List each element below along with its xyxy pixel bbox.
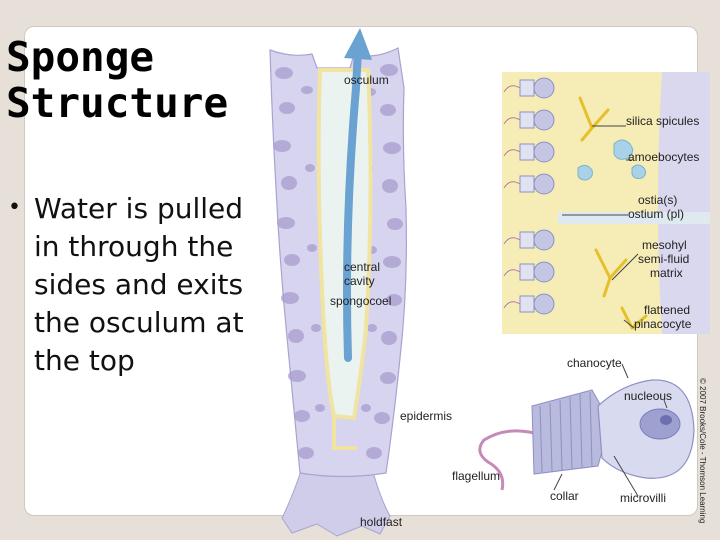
pinacocyte-label-2: pinacocyte — [634, 317, 692, 331]
central-cavity-label-3: spongocoel — [330, 294, 391, 308]
osculum-label: osculum — [344, 73, 389, 87]
central-cavity-label-1: central — [344, 260, 380, 274]
central-cavity-label-2: cavity — [344, 274, 375, 288]
amoebocytes-label: amoebocytes — [628, 150, 699, 164]
copyright-text: © 2007 Brooks/Cole - Thomson Learning — [698, 378, 707, 523]
silica-spicules-label: silica spicules — [626, 114, 699, 128]
pinacocyte-label-1: flattened — [644, 303, 690, 317]
choanocyte-detail — [478, 363, 695, 497]
water-flow-arrow — [343, 28, 372, 362]
mesohyl-label-1: mesohyl — [642, 238, 687, 252]
ostia-label-1: ostia(s) — [638, 193, 677, 207]
bullet-list: Water is pulled in through the sides and… — [0, 189, 245, 380]
flagellum-label: flagellum — [452, 469, 500, 483]
sponge-body — [269, 47, 407, 537]
slide-title: Sponge Structure — [6, 34, 256, 126]
slide-title-line-1: Sponge — [6, 33, 155, 81]
nucleous-label: nucleous — [624, 389, 672, 403]
collar-label: collar — [550, 489, 579, 503]
choanocyte-label: chanocyte — [567, 356, 622, 370]
body-wall-inset — [502, 72, 710, 334]
slide-title-line-2: Structure — [6, 79, 229, 127]
microvilli-label: microvilli — [620, 491, 666, 505]
mesohyl-label-3: matrix — [650, 266, 683, 280]
mesohyl-label-2: semi-fluid — [638, 252, 689, 266]
epidermis-label: epidermis — [400, 409, 452, 423]
sponge-structure-diagram: osculum central cavity spongocoel epider… — [269, 28, 710, 537]
ostia-label-2: ostium (pl) — [628, 207, 684, 221]
bullet-item: Water is pulled in through the sides and… — [0, 189, 245, 380]
holdfast-label: holdfast — [360, 515, 403, 529]
